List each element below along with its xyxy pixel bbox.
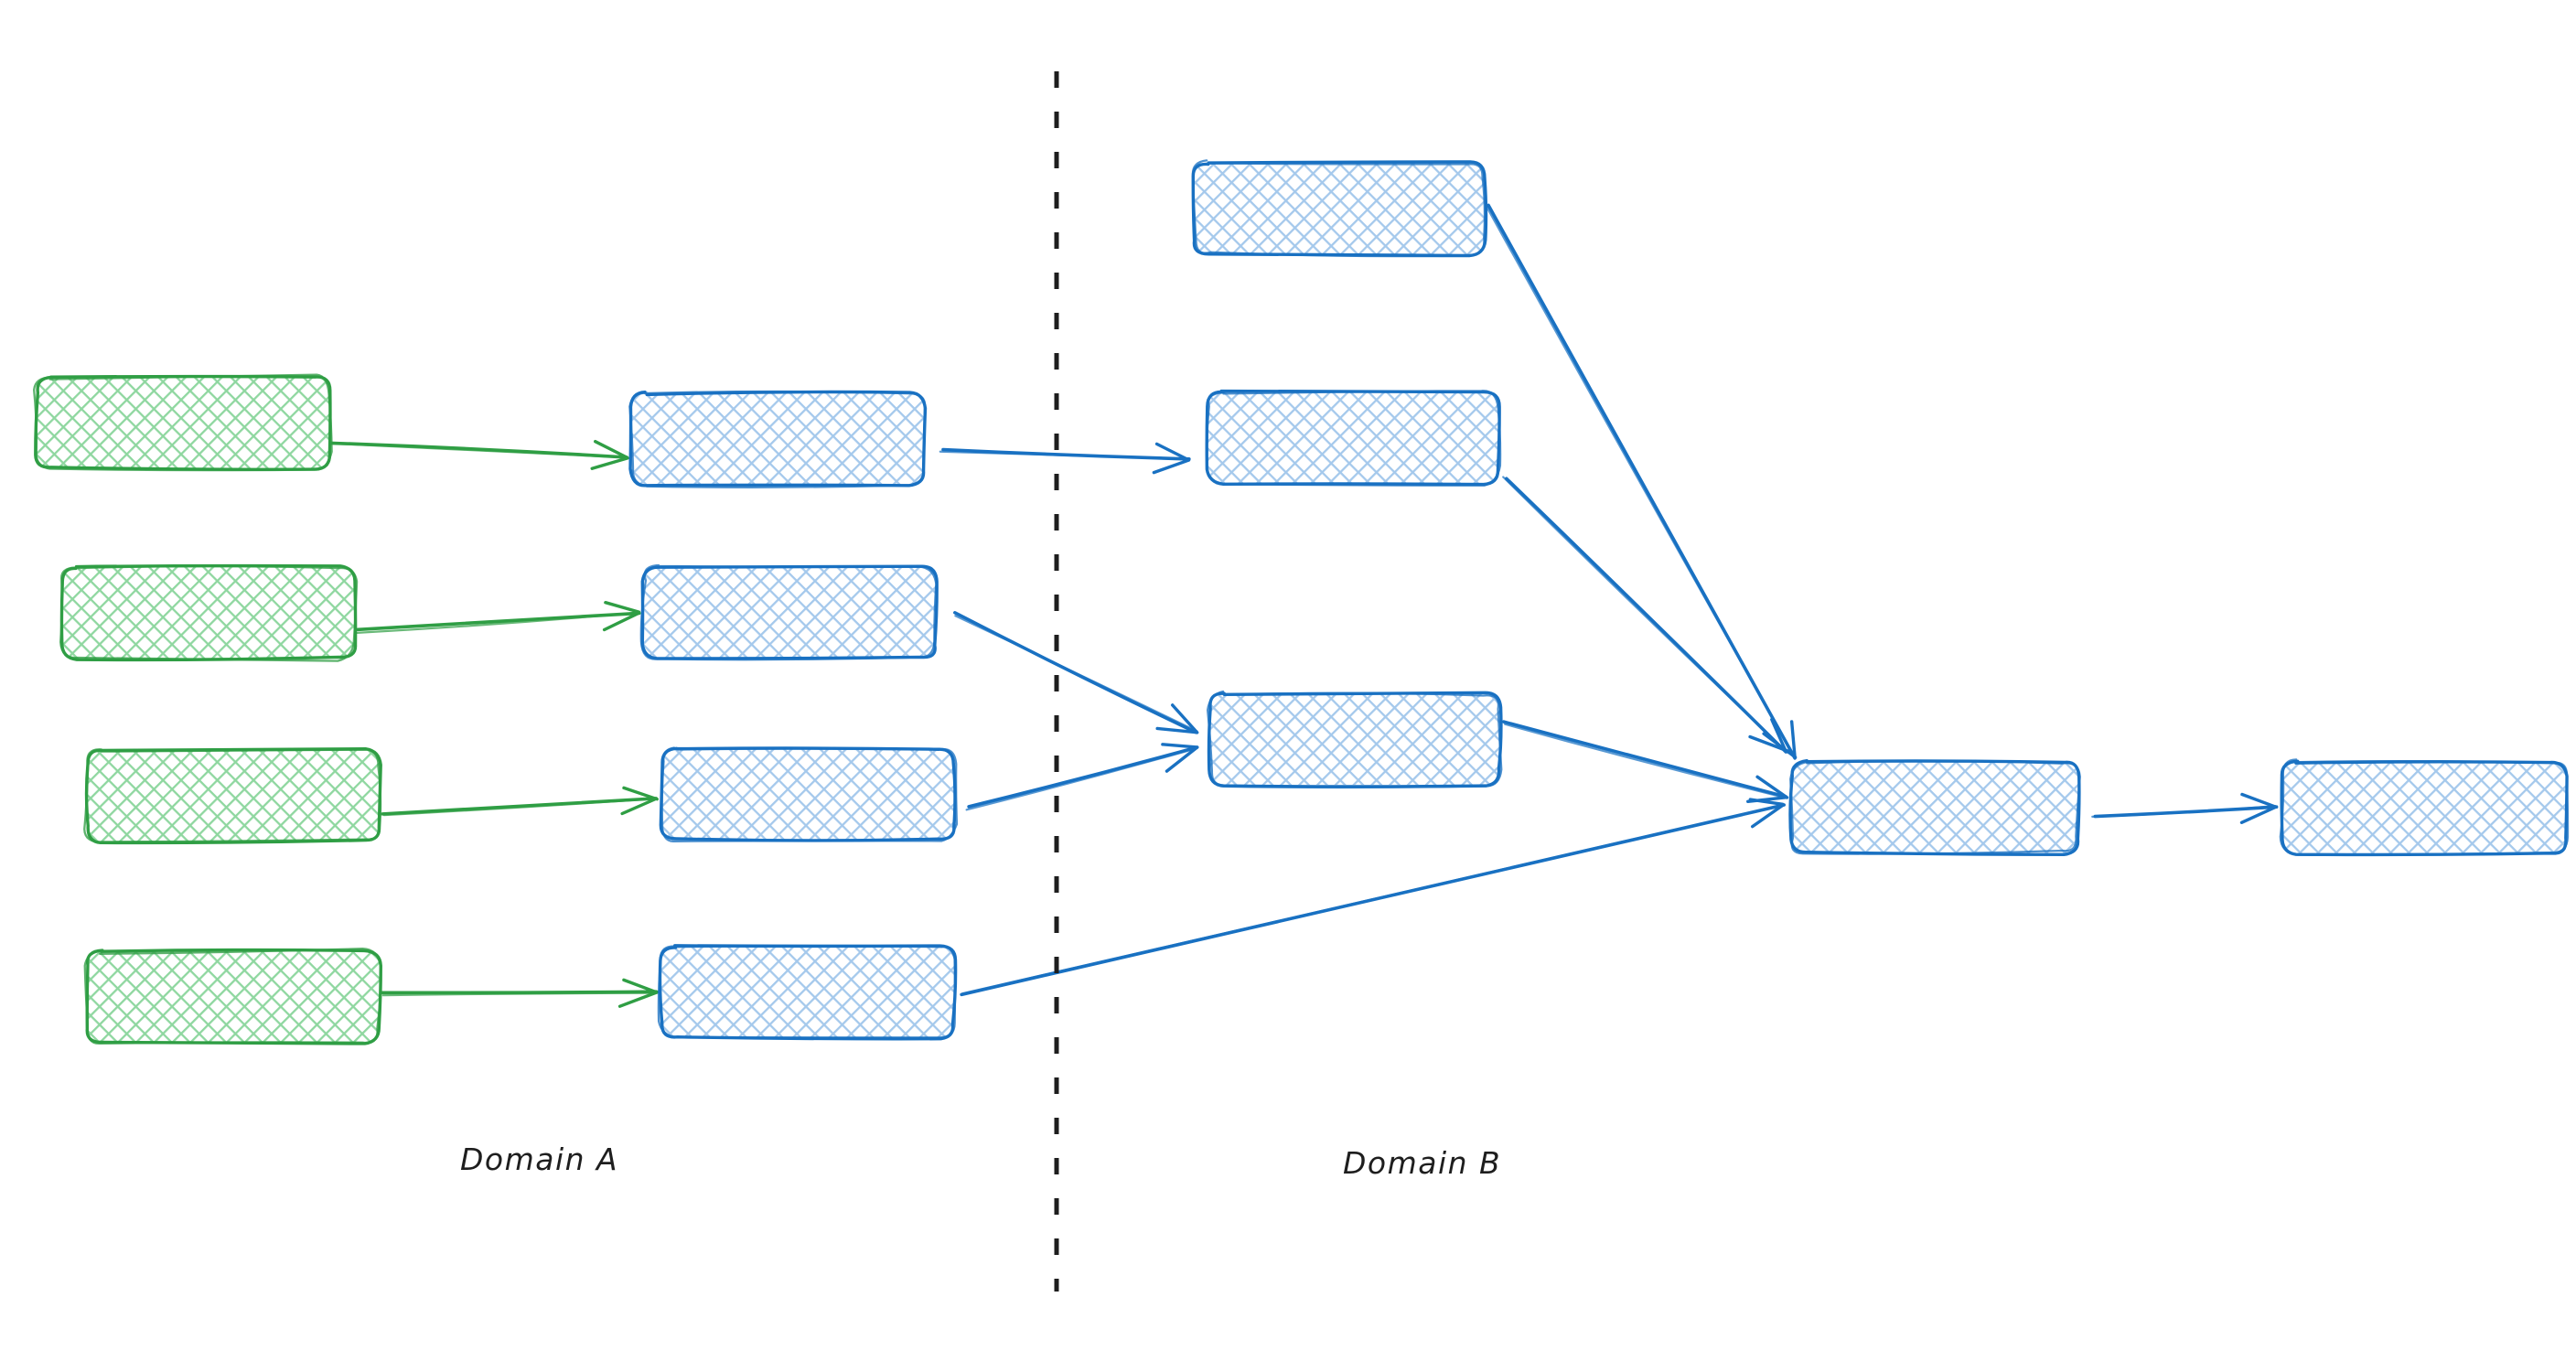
- edge-e12[interactable]: [2091, 792, 2279, 824]
- arrow-shaft: [965, 746, 1198, 811]
- arrow-head: [1789, 720, 1797, 759]
- edge-e2[interactable]: [356, 600, 641, 634]
- arrow-shaft: [1485, 205, 1797, 759]
- edge-e5[interactable]: [939, 442, 1191, 475]
- edge-e3[interactable]: [381, 786, 659, 817]
- node-fill: [643, 567, 936, 659]
- node-fill: [1209, 693, 1500, 785]
- domain-a-label: Domain A: [460, 1142, 619, 1177]
- arrow-head: [1161, 743, 1199, 749]
- edge-e7[interactable]: [965, 743, 1199, 811]
- node-outline: [83, 748, 382, 843]
- arrow-shaft: [380, 990, 659, 995]
- edge-e6[interactable]: [953, 611, 1199, 734]
- node-a-src-4[interactable]: [83, 948, 382, 1045]
- node-outline: [657, 945, 957, 1039]
- edge-e11[interactable]: [960, 798, 1787, 997]
- arrow-shaft: [1502, 476, 1788, 754]
- node-a-mid-4[interactable]: [657, 944, 958, 1041]
- arrow-head: [617, 990, 660, 1008]
- edge-e1[interactable]: [328, 439, 629, 470]
- node-fill: [661, 748, 954, 840]
- edge-e9[interactable]: [1502, 476, 1789, 754]
- node-b-hub[interactable]: [1788, 758, 2081, 857]
- node-fill: [1194, 163, 1485, 254]
- arrow-shaft: [939, 450, 1191, 460]
- arrow-shaft: [954, 615, 1198, 733]
- node-a-mid-2[interactable]: [639, 563, 939, 661]
- node-fill: [631, 393, 924, 485]
- node-a-src-1[interactable]: [33, 373, 333, 472]
- nodes-layer: [33, 159, 2570, 1045]
- arrow-head: [1154, 442, 1191, 462]
- node-fill: [2282, 762, 2566, 853]
- arrow-head: [602, 611, 641, 632]
- edge-e8[interactable]: [1485, 203, 1798, 760]
- arrow-shaft: [967, 745, 1198, 809]
- node-outline: [83, 948, 382, 1045]
- arrow-head: [594, 439, 629, 459]
- arrow-head: [622, 978, 658, 994]
- node-outline: [1206, 690, 1503, 789]
- arrow-shaft: [381, 991, 659, 997]
- arrow-head: [1155, 726, 1197, 734]
- arrow-shaft: [382, 798, 658, 817]
- arrow-head: [622, 786, 659, 801]
- arrow-head: [1770, 717, 1788, 754]
- node-outline: [2279, 758, 2570, 856]
- node-fill: [62, 567, 355, 659]
- node-outline: [1191, 159, 1487, 258]
- node-b-upper[interactable]: [1205, 389, 1502, 487]
- arrow-shaft: [356, 611, 639, 634]
- node-fill: [37, 377, 329, 468]
- arrow-head: [1751, 803, 1785, 829]
- node-outline: [1206, 390, 1502, 487]
- arrow-head: [1755, 775, 1789, 799]
- node-fill: [87, 750, 380, 841]
- node-b-top[interactable]: [1191, 159, 1488, 258]
- node-fill: [1208, 391, 1498, 483]
- domain-b-label: Domain B: [1343, 1145, 1502, 1181]
- arrow-shaft: [1504, 723, 1788, 799]
- arrow-head: [1748, 798, 1785, 807]
- arrow-shaft: [330, 442, 628, 459]
- node-a-src-2[interactable]: [59, 563, 359, 662]
- arrow-shaft: [961, 803, 1786, 995]
- node-outline: [1789, 759, 2081, 855]
- node-b-out[interactable]: [2279, 758, 2570, 857]
- node-fill: [87, 951, 380, 1043]
- arrow-head: [590, 456, 629, 470]
- edge-e10[interactable]: [1502, 720, 1789, 804]
- arrow-shaft: [2091, 805, 2277, 818]
- arrow-head: [1170, 703, 1199, 734]
- node-outline: [33, 373, 333, 472]
- arrow-head: [1165, 745, 1199, 773]
- node-a-mid-3[interactable]: [659, 746, 959, 842]
- arrow-head: [604, 600, 641, 614]
- node-fill: [1791, 762, 2078, 853]
- node-outline: [59, 564, 359, 662]
- node-fill: [661, 947, 954, 1038]
- node-a-mid-1[interactable]: [628, 390, 928, 488]
- node-outline: [639, 563, 938, 661]
- arrow-head: [2239, 805, 2278, 824]
- node-a-src-3[interactable]: [83, 747, 382, 845]
- arrow-head: [1748, 734, 1789, 753]
- edge-e4[interactable]: [380, 978, 660, 1008]
- node-outline: [628, 390, 927, 488]
- arrow-head: [2240, 792, 2277, 809]
- edges-layer: [328, 203, 2279, 1008]
- arrow-head: [620, 797, 658, 816]
- node-outline: [660, 746, 959, 842]
- node-b-mid[interactable]: [1206, 690, 1503, 789]
- arrow-head: [1152, 458, 1191, 475]
- arrow-shaft: [1502, 720, 1788, 799]
